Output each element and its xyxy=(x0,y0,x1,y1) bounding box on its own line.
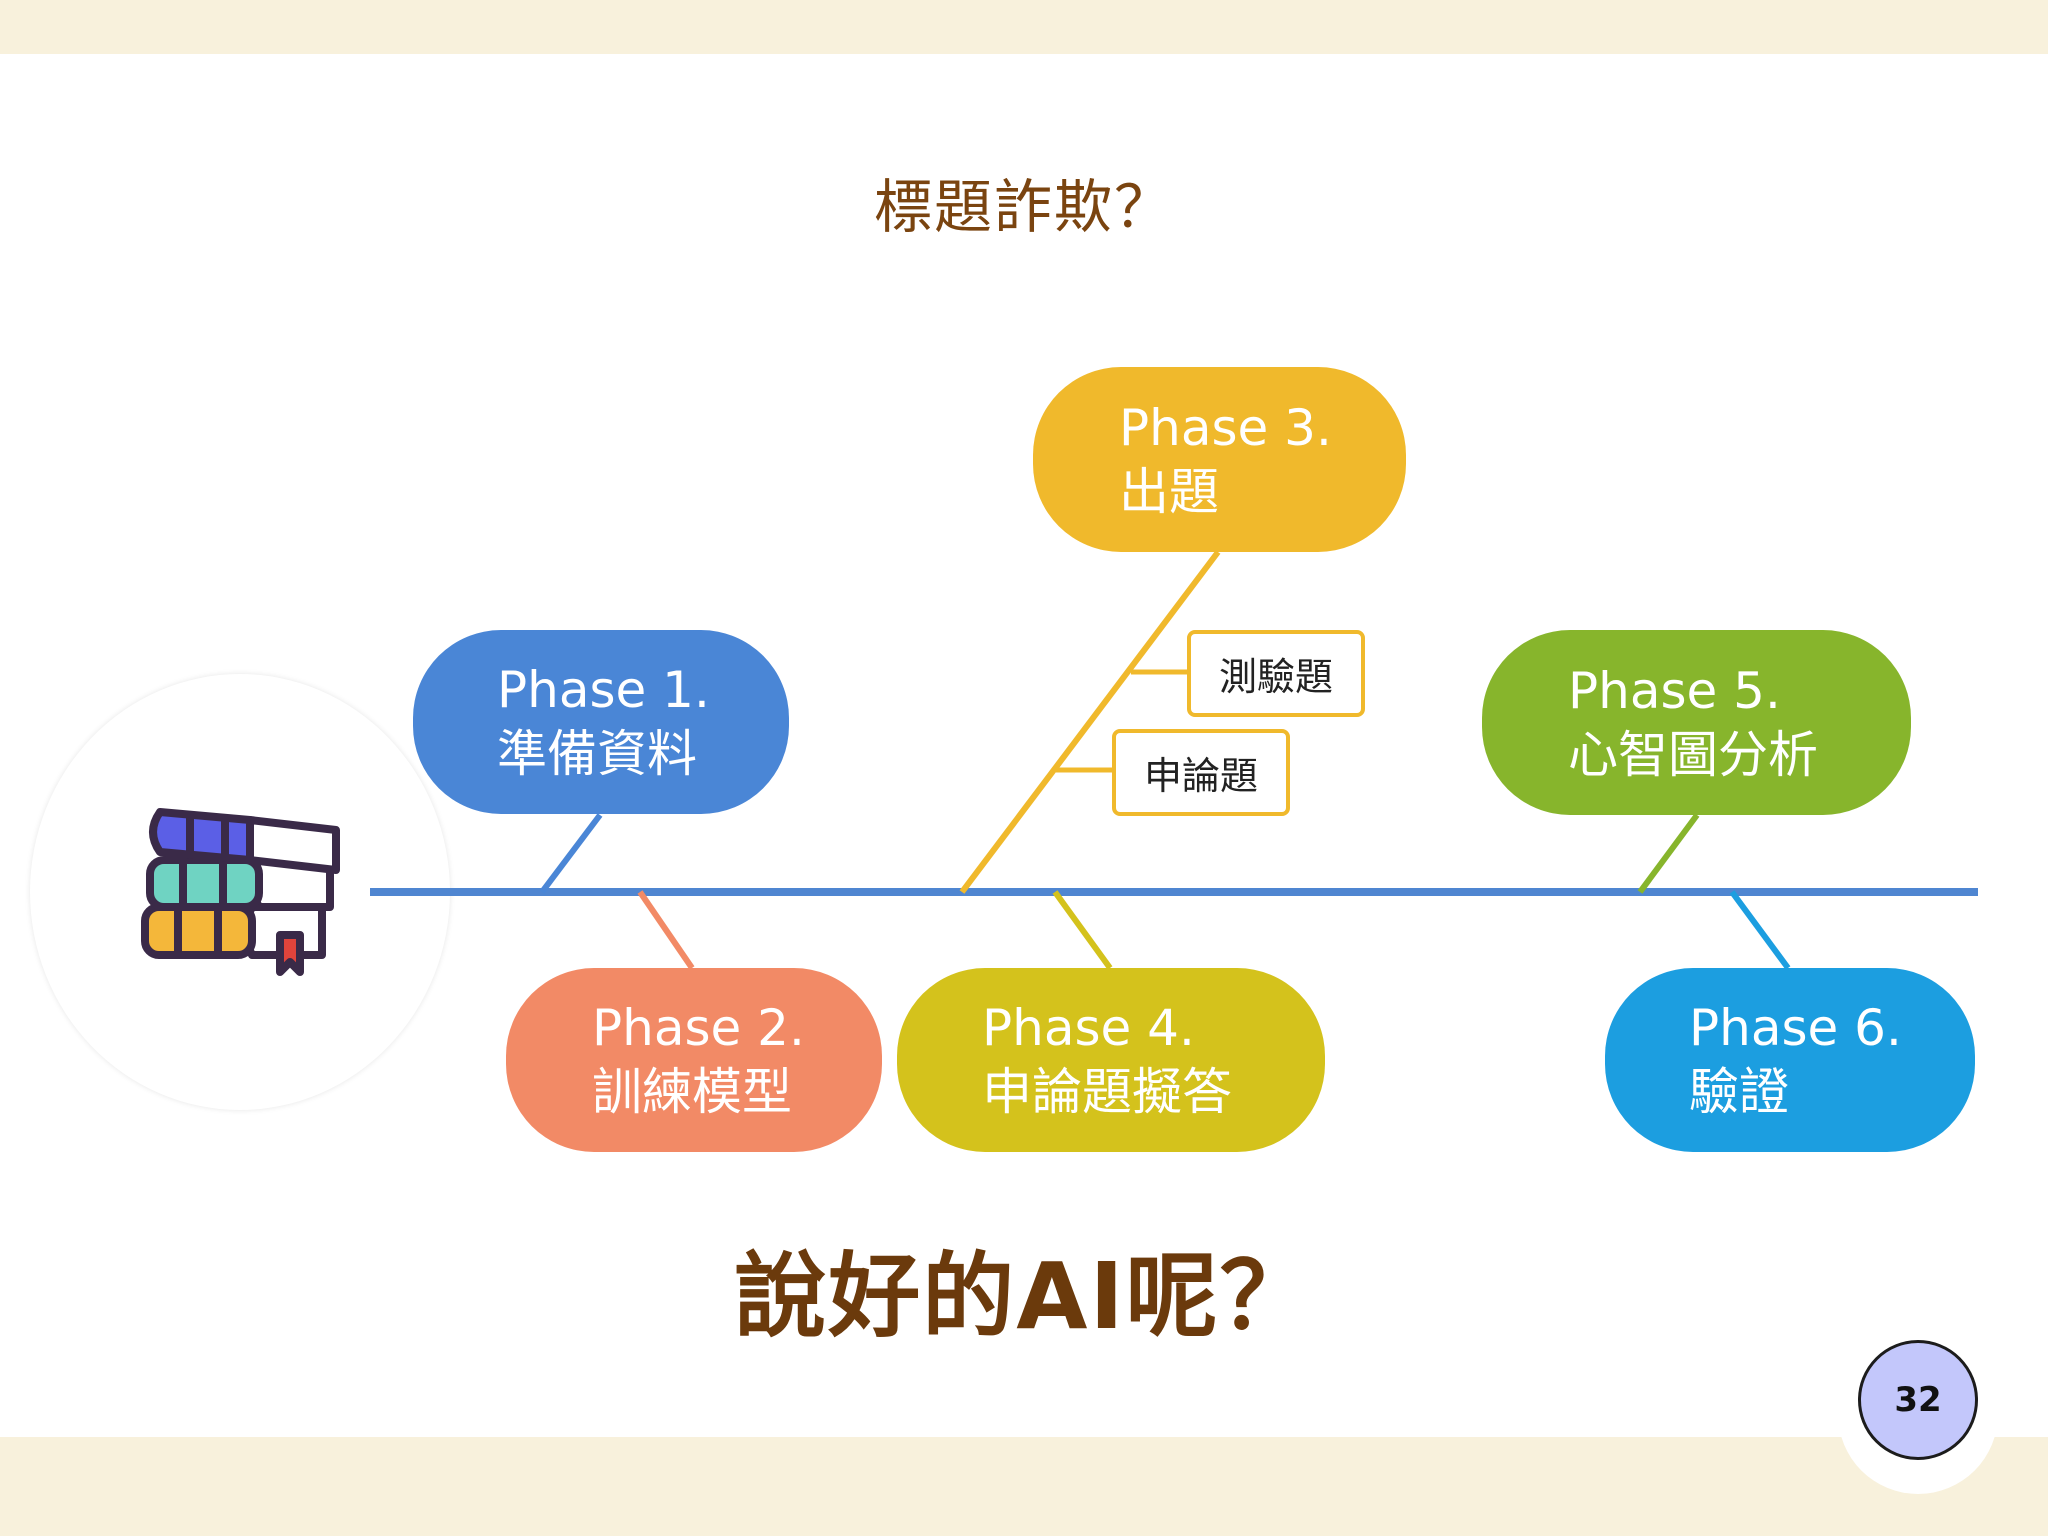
phase-6-label: Phase 6. xyxy=(1689,999,1902,1057)
tag-quiz: 測驗題 xyxy=(1187,630,1365,717)
phase-3-box: Phase 3. 出題 xyxy=(1033,367,1406,552)
phase-1-label: Phase 1. xyxy=(497,661,710,719)
slide-subtitle: 說好的AI呢？ xyxy=(734,1243,1314,1350)
branch-phase-3 xyxy=(959,550,1221,894)
branch-phase-5 xyxy=(1637,813,1700,894)
books-stack-icon xyxy=(141,808,340,976)
phase-4-box: Phase 4. 申論題擬答 xyxy=(897,968,1325,1152)
phase-2-name: 訓練模型 xyxy=(592,1063,792,1121)
phase-4-name: 申論題擬答 xyxy=(982,1063,1232,1121)
phase-2-label: Phase 2. xyxy=(592,999,805,1057)
phase-3-label: Phase 3. xyxy=(1119,398,1332,457)
phase-1-name: 準備資料 xyxy=(497,725,697,783)
phase-5-label: Phase 5. xyxy=(1568,661,1781,720)
phase-4-label: Phase 4. xyxy=(982,999,1195,1057)
branch-phase-2 xyxy=(637,890,695,970)
branch-phase-4 xyxy=(1052,890,1113,970)
tag-essay: 申論題 xyxy=(1112,729,1290,816)
phase-5-name: 心智圖分析 xyxy=(1568,725,1818,784)
phase-2-box: Phase 2. 訓練模型 xyxy=(506,968,882,1152)
phase-6-name: 驗證 xyxy=(1689,1063,1789,1121)
phase-3-name: 出題 xyxy=(1119,462,1219,521)
bottom-band xyxy=(0,1437,2048,1536)
phase-6-box: Phase 6. 驗證 xyxy=(1605,968,1975,1152)
phase-1-box: Phase 1. 準備資料 xyxy=(413,630,789,814)
slide-title: 標題詐欺？ xyxy=(873,173,1174,241)
page-number-badge: 32 xyxy=(1858,1340,1978,1460)
branch-phase-6 xyxy=(1729,890,1791,970)
phase-5-box: Phase 5. 心智圖分析 xyxy=(1482,630,1911,815)
branch-phase-1 xyxy=(539,813,603,894)
top-band xyxy=(0,0,2048,54)
